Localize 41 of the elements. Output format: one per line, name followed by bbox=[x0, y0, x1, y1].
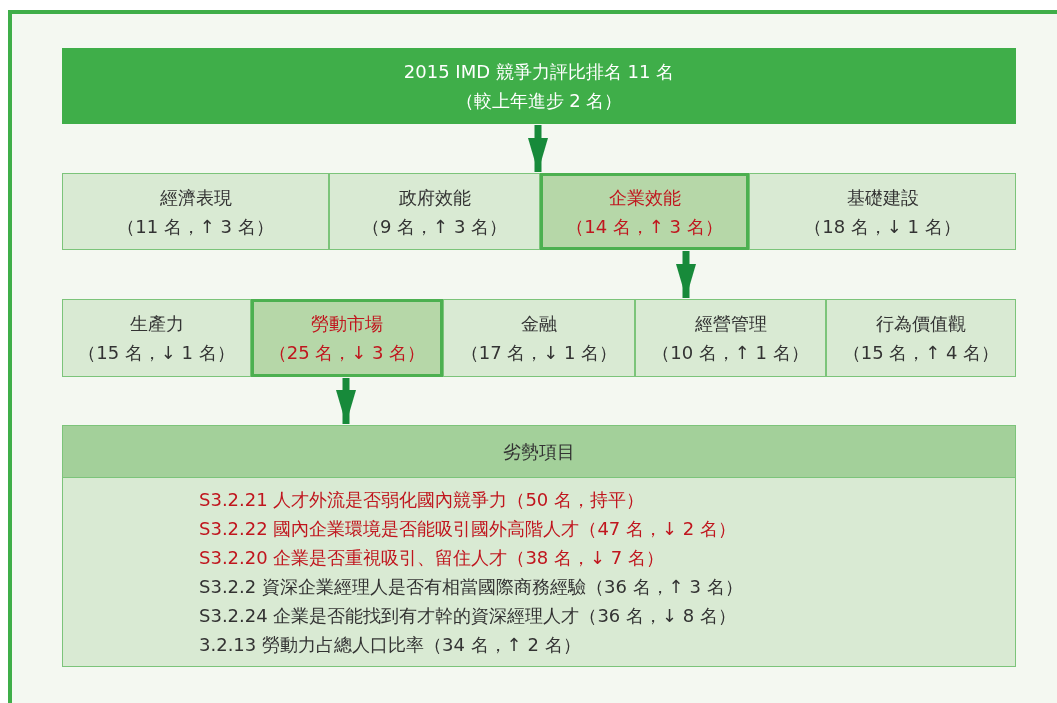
factor-box bbox=[62, 173, 329, 250]
weakness-item: S3.2.21 人才外流是否弱化國內競爭力（50 名，持平） bbox=[198, 488, 645, 512]
highlighted-factor-box bbox=[251, 299, 443, 377]
factor-box bbox=[826, 299, 1016, 377]
arrow bbox=[676, 251, 696, 298]
factor-box bbox=[635, 299, 826, 377]
box-title: 行為價值觀 bbox=[876, 312, 966, 336]
box-title: 2015 IMD 競爭力評比排名 11 名 bbox=[403, 60, 675, 84]
factor-box bbox=[443, 299, 635, 377]
ranking-text: （9 名，↑ 3 名） bbox=[361, 214, 508, 239]
highlighted-factor-box bbox=[540, 173, 749, 250]
factor-box bbox=[62, 299, 251, 377]
factor-box bbox=[329, 173, 540, 250]
title-box bbox=[62, 48, 1016, 124]
weakness-item: S3.2.22 國內企業環境是否能吸引國外高階人才（47 名，↓ 2 名） bbox=[198, 517, 736, 541]
ranking-text: （15 名，↓ 1 名） bbox=[78, 341, 235, 365]
ranking-text: （25 名，↓ 3 名） bbox=[268, 341, 426, 365]
box-title: 金融 bbox=[521, 312, 557, 336]
box-title: 政府效能 bbox=[398, 185, 471, 210]
factor-box bbox=[749, 173, 1016, 250]
ranking-text: （17 名，↓ 1 名） bbox=[460, 341, 618, 365]
arrow bbox=[336, 378, 356, 424]
weakness-item: 3.2.13 勞動力占總人口比率（34 名，↑ 2 名） bbox=[198, 633, 581, 657]
weakness-item: S3.2.24 企業是否能找到有才幹的資深經理人才（36 名，↓ 8 名） bbox=[198, 604, 736, 628]
ranking-text: （較上年進步 2 名） bbox=[455, 89, 623, 113]
ranking-text: （14 名，↑ 3 名） bbox=[566, 214, 723, 239]
box-title: 生產力 bbox=[129, 312, 184, 336]
panel-heading: 劣勢項目 bbox=[63, 426, 1015, 478]
box-title: 企業效能 bbox=[608, 185, 681, 210]
ranking-text: （10 名，↑ 1 名） bbox=[652, 341, 809, 365]
ranking-text: （15 名，↑ 4 名） bbox=[842, 341, 1000, 365]
box-title: 經營管理 bbox=[694, 312, 767, 336]
weakness-panel bbox=[62, 425, 1016, 667]
box-title: 經濟表現 bbox=[159, 185, 232, 210]
box-title: 基礎建設 bbox=[846, 185, 919, 210]
weakness-item: S3.2.2 資深企業經理人是否有相當國際商務經驗（36 名，↑ 3 名） bbox=[198, 575, 743, 599]
ranking-text: （11 名，↑ 3 名） bbox=[117, 214, 274, 239]
arrow bbox=[528, 125, 548, 172]
ranking-text: （18 名，↓ 1 名） bbox=[804, 214, 961, 239]
box-title: 勞動市場 bbox=[311, 312, 383, 336]
weakness-item: S3.2.20 企業是否重視吸引、留住人才（38 名，↓ 7 名） bbox=[198, 546, 664, 570]
